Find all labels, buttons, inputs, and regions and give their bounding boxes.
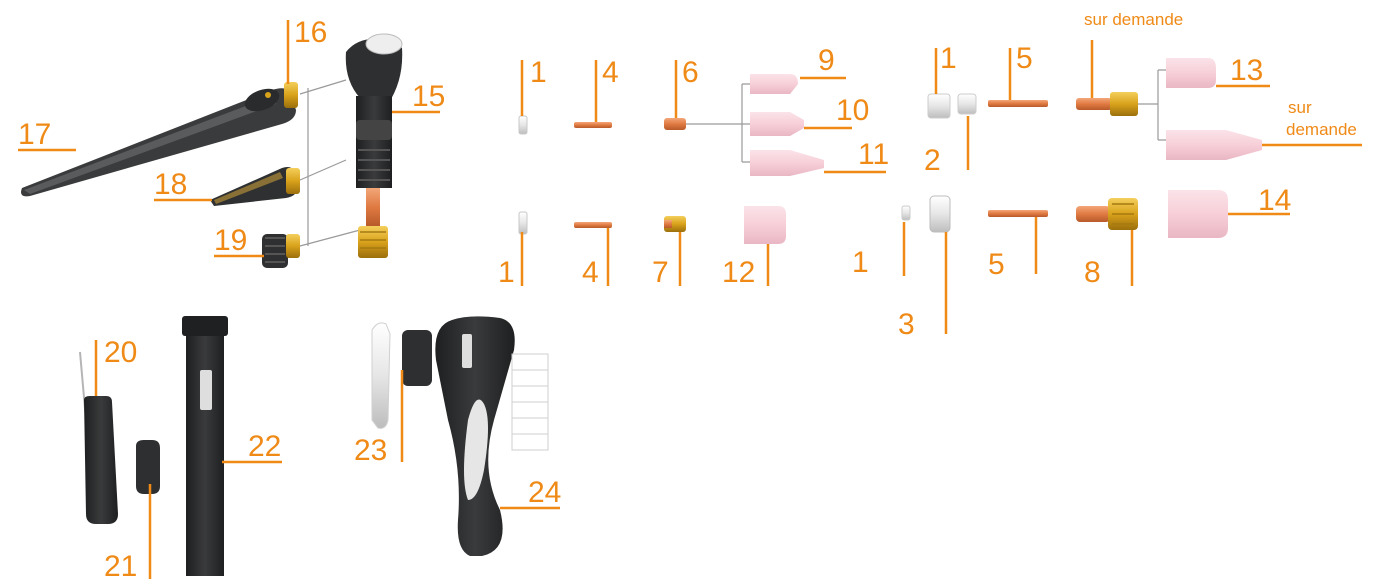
on-request-note-top: sur demande [1084, 10, 1183, 30]
callout-20: 20 [104, 338, 137, 368]
handle-icon [435, 316, 514, 556]
ceramic-nozzle-icon [1168, 190, 1228, 238]
handle-icon [182, 316, 228, 576]
callout-7: 7 [652, 258, 669, 288]
callout-22: 22 [248, 432, 281, 462]
callout-3: 3 [898, 310, 915, 340]
callout-1-row1-left: 1 [530, 58, 547, 88]
ceramic-nozzle-icon [750, 74, 824, 176]
callout-12: 12 [722, 258, 755, 288]
insulator-icon [928, 94, 976, 118]
on-request-note-side-line1: sur [1288, 98, 1312, 118]
electrode-icon [574, 122, 612, 128]
callout-21: 21 [104, 552, 137, 582]
callout-6: 6 [682, 58, 699, 88]
callout-13: 13 [1230, 56, 1263, 86]
on-request-note-side-line2: demande [1286, 120, 1357, 140]
scale-ruler-icon [512, 354, 548, 450]
collet-body-icon [664, 216, 686, 232]
callout-23: 23 [354, 436, 387, 466]
torch-head-icon [346, 34, 402, 258]
callout-11: 11 [858, 140, 889, 170]
torch-back-cap-short-icon [262, 234, 300, 268]
callout-10: 10 [836, 96, 869, 126]
ceramic-nozzle-icon [744, 206, 786, 244]
callout-5-row1: 5 [1016, 44, 1033, 74]
callout-5-row2: 5 [988, 250, 1005, 280]
callout-16: 16 [294, 18, 327, 48]
callout-14: 14 [1258, 186, 1291, 216]
callout-1-row2-right: 1 [852, 248, 869, 278]
callout-18: 18 [154, 170, 187, 200]
electrode-icon [574, 222, 612, 228]
callout-9: 9 [818, 46, 835, 76]
insulator-icon [902, 196, 950, 232]
gas-lens-icon [1076, 198, 1138, 230]
switch-icon [80, 352, 160, 524]
callout-17: 17 [18, 120, 51, 150]
torch-back-cap-medium-icon [210, 167, 300, 206]
callout-8: 8 [1084, 258, 1101, 288]
gas-lens-icon [1076, 70, 1166, 140]
callout-4-row2: 4 [582, 258, 599, 288]
callout-4-row1: 4 [602, 58, 619, 88]
collet-icon [988, 100, 1048, 107]
callout-1-row2-left: 1 [498, 258, 515, 288]
electrode-icon [519, 212, 527, 234]
callout-24: 24 [528, 478, 561, 508]
cap-connector-lines [300, 80, 360, 246]
collet-icon [988, 210, 1048, 217]
callout-2: 2 [924, 146, 941, 176]
callout-15: 15 [412, 82, 445, 112]
callout-1-row1-right: 1 [940, 44, 957, 74]
callout-19: 19 [214, 226, 247, 256]
electrode-icon [519, 116, 527, 134]
